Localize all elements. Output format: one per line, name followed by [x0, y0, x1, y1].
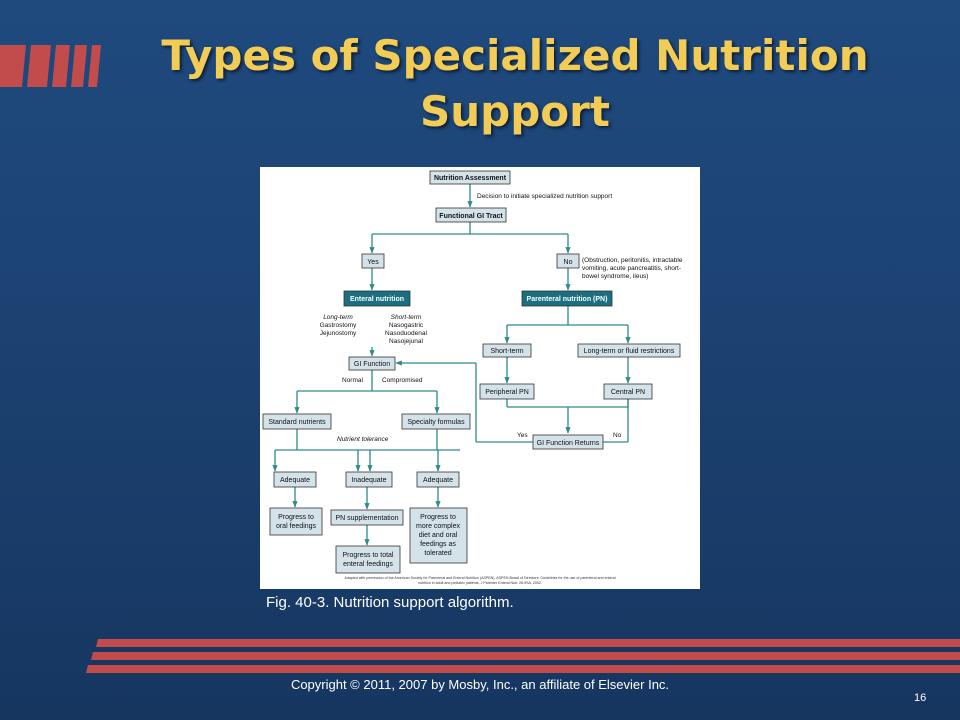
decision-note: Decision to initiate specialized nutriti… [477, 193, 612, 200]
box-central-pn [603, 383, 653, 400]
long-term-item-1: Gastrostomy [320, 322, 358, 329]
label-enteral-nutrition: Enteral nutrition [350, 296, 404, 303]
red-stripes-logo [0, 45, 101, 87]
no-note-1: (Obstruction, peritonitis, intractable [582, 257, 683, 264]
label-nutrition-assessment: Nutrition Assessment [434, 175, 507, 182]
short-term-item-3: Nasojejunal [389, 338, 424, 345]
long-term-item-2: Jejunostomy [320, 330, 357, 337]
box-nutrition-assessment [429, 170, 511, 185]
box-adequate-right [416, 471, 460, 488]
label-pn-short-term: Short-term [490, 348, 523, 355]
label-progress-complex-1: Progress to [420, 514, 456, 521]
box-pn-short-term [482, 343, 532, 358]
label-normal: Normal [342, 377, 364, 384]
label-compromised: Compromised [382, 377, 423, 384]
box-gi-function [348, 356, 396, 371]
box-progress-complex [409, 507, 468, 564]
label-no: No [564, 259, 573, 266]
decorative-stripes [86, 639, 960, 673]
short-term-item-2: Nasoduodenal [385, 330, 427, 337]
box-specialty-formulas [401, 413, 471, 430]
label-parenteral-nutrition: Parenteral nutrition (PN) [527, 296, 608, 303]
label-progress-oral-1: Progress to [278, 514, 314, 521]
label-progress-complex-2: more complex [416, 523, 460, 530]
box-progress-total [335, 545, 401, 574]
label-progress-total-1: Progress to total [343, 552, 394, 559]
short-term-item-1: Nasogastric [389, 322, 424, 329]
slide-title-line2: Support [420, 87, 610, 136]
label-pn-supplementation: PN supplementation [335, 515, 398, 522]
slide-title-line1: Types of Specialized Nutrition [161, 31, 869, 80]
source-note-1: Adapted with permission of the American … [344, 576, 615, 580]
figure-caption: Fig. 40-3. Nutrition support algorithm. [266, 594, 514, 611]
label-inadequate: Inadequate [351, 477, 386, 484]
label-progress-total-2: enteral feedings [343, 561, 393, 568]
label-adequate-left: Adequate [280, 477, 310, 484]
label-progress-complex-3: diet and oral [419, 532, 458, 539]
nutrition-support-algorithm-figure: Nutrition Assessment Functional GI Tract… [260, 167, 700, 589]
label-progress-oral-2: oral feedings [276, 523, 317, 530]
label-return-yes: Yes [517, 432, 528, 439]
label-pn-long-term: Long-term or fluid restrictions [584, 348, 675, 355]
box-functional-gi-tract [435, 207, 507, 223]
box-inadequate [345, 471, 393, 488]
long-term-heading: Long-term [323, 314, 353, 321]
label-yes: Yes [367, 259, 379, 266]
copyright-notice: Copyright © 2011, 2007 by Mosby, Inc., a… [290, 677, 670, 692]
connectors [272, 184, 631, 546]
label-central-pn: Central PN [611, 389, 645, 396]
label-progress-complex-5: tolerated [424, 550, 451, 557]
box-parenteral-nutrition [521, 290, 613, 307]
label-adequate-right: Adequate [423, 477, 453, 484]
label-peripheral-pn: Peripheral PN [485, 389, 529, 396]
box-pn-supplementation [330, 509, 404, 526]
box-enteral-nutrition [343, 290, 411, 307]
flowchart-boxes [262, 170, 681, 574]
slide-title: Types of Specialized Nutrition Support [120, 28, 910, 140]
box-peripheral-pn [479, 383, 535, 400]
label-nutrient-tolerance: Nutrient tolerance [337, 436, 389, 443]
no-note-2: vomiting, acute pancreatitis, short- [582, 265, 681, 272]
box-standard-nutrients [262, 413, 332, 430]
label-progress-complex-4: feedings as [420, 541, 456, 548]
page-number: 16 [914, 692, 927, 704]
label-functional-gi-tract: Functional GI Tract [439, 213, 503, 220]
label-standard-nutrients: Standard nutrients [268, 419, 326, 426]
label-gi-function-returns: GI Function Returns [537, 440, 600, 447]
box-pn-long-term [577, 343, 681, 358]
box-progress-oral [269, 507, 323, 536]
box-adequate-left [273, 471, 317, 488]
box-no [556, 253, 580, 269]
short-term-heading: Short-term [391, 314, 422, 321]
label-specialty-formulas: Specialty formulas [407, 419, 465, 426]
label-return-no: No [613, 432, 622, 439]
no-note-3: bowel syndrome, ileus) [582, 273, 648, 280]
box-yes [361, 253, 385, 269]
box-gi-function-returns [532, 434, 604, 450]
label-gi-function: GI Function [354, 361, 390, 368]
source-note-2: nutrition in adult and pediatric patient… [418, 581, 542, 585]
